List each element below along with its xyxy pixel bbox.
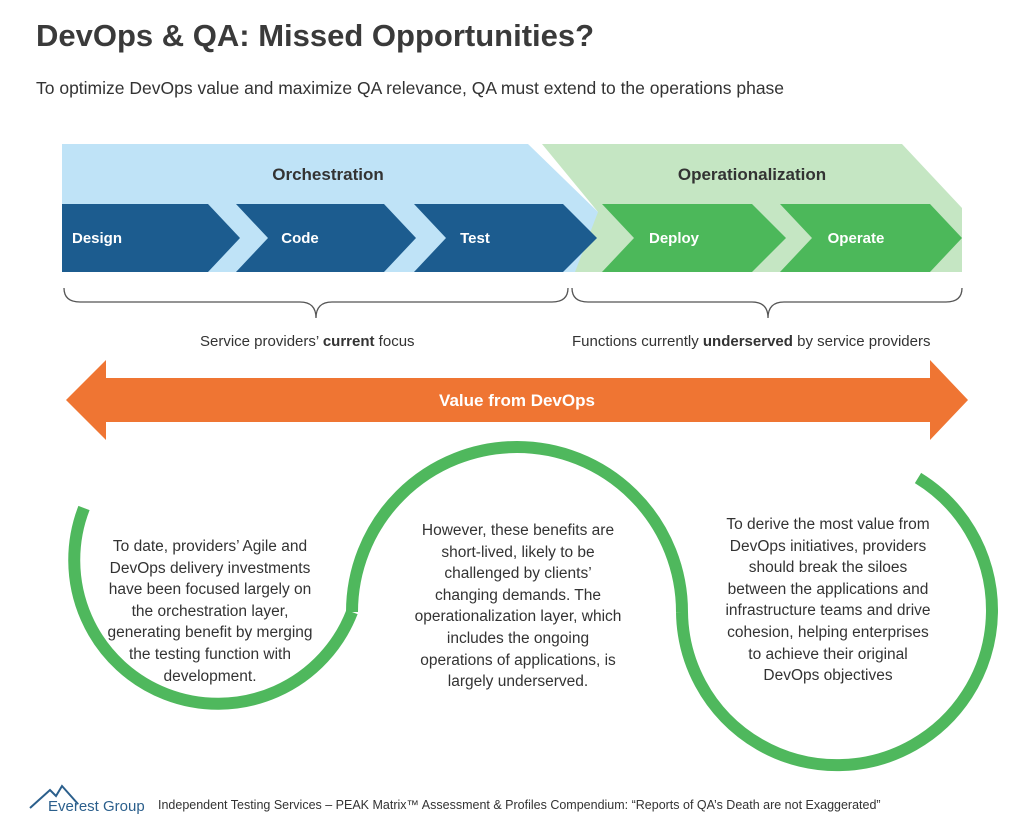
current-focus-brace bbox=[63, 287, 569, 319]
stage-code-label: Code bbox=[281, 230, 319, 247]
right-swirl-arc bbox=[676, 472, 998, 772]
stage-design-chevron bbox=[62, 204, 240, 272]
stage-operate-label: Operate bbox=[828, 230, 885, 247]
stage-test-chevron bbox=[414, 204, 597, 272]
stage-operate-chevron bbox=[780, 204, 962, 272]
middle-paragraph: However, these benefits are short-lived,… bbox=[414, 522, 622, 691]
left-paragraph: To date, providers’ Agile and DevOps del… bbox=[107, 538, 313, 685]
value-arrow bbox=[66, 360, 968, 440]
stage-deploy-label: Deploy bbox=[649, 230, 700, 247]
orchestration-label: Orchestration bbox=[272, 165, 383, 184]
stage-code-chevron bbox=[236, 204, 416, 272]
page-subtitle: To optimize DevOps value and maximize QA… bbox=[36, 78, 785, 98]
current-focus-label: Service providers’ current focus bbox=[200, 333, 415, 350]
everest-logo-mountain-icon bbox=[29, 784, 79, 809]
stage-design-label: Design bbox=[72, 230, 122, 247]
middle-swirl-arc bbox=[346, 441, 688, 613]
underserved-label: Functions currently underserved by servi… bbox=[572, 333, 931, 350]
operationalization-label: Operationalization bbox=[678, 165, 826, 184]
left-swirl-arc bbox=[68, 505, 358, 710]
right-paragraph: To derive the most value from DevOps ini… bbox=[725, 516, 931, 685]
underserved-brace bbox=[571, 287, 963, 319]
value-arrow-label: Value from DevOps bbox=[439, 391, 595, 410]
everest-group-brand: Everest Group bbox=[48, 798, 145, 815]
stage-deploy-chevron bbox=[602, 204, 786, 272]
footer-citation: Independent Testing Services – PEAK Matr… bbox=[158, 798, 881, 812]
page-title: DevOps & QA: Missed Opportunities? bbox=[36, 18, 595, 53]
stage-test-label: Test bbox=[460, 230, 490, 247]
